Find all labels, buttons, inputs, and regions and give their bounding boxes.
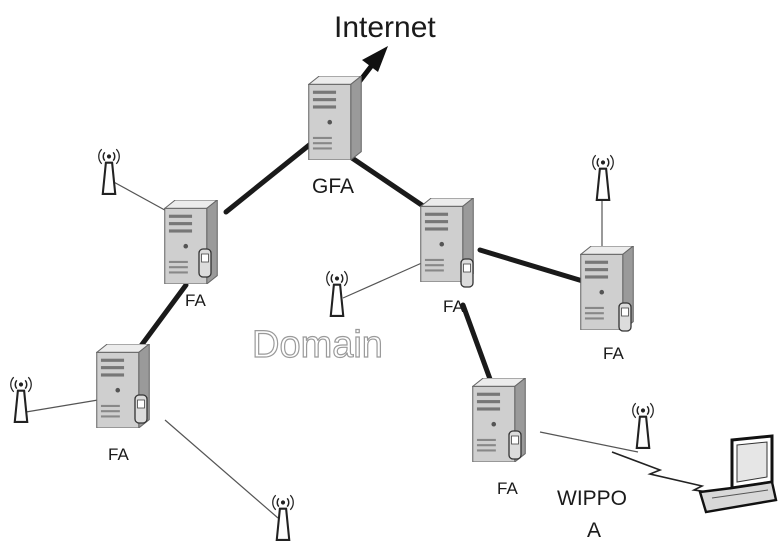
wippo-label-line2: A [587, 519, 601, 542]
wireless-signal-zigzag [611, 451, 725, 495]
link-antenna-bottom-left [164, 419, 279, 519]
gfa-label: GFA [312, 175, 354, 198]
gfa-server-icon [308, 76, 362, 160]
phone-icon [508, 430, 522, 460]
link-antenna-left [25, 399, 99, 413]
internet-label: Internet [334, 11, 436, 44]
phone-icon [618, 302, 632, 332]
antenna-icon [631, 402, 655, 450]
link-antenna-center [342, 261, 425, 299]
fa-label-left-lower: FA [108, 445, 129, 464]
antenna-icon [591, 154, 615, 202]
fa-label-center: FA [443, 297, 464, 316]
phone-icon [134, 394, 148, 424]
antenna-icon [325, 270, 349, 318]
link-fa-center-fa-right [477, 247, 589, 285]
link-fa-center-fa-bottom [460, 302, 497, 393]
fa-label-left-upper: FA [185, 291, 206, 310]
phone-icon [198, 248, 212, 278]
access-links [25, 179, 639, 519]
link-antenna-top-left [109, 179, 173, 215]
link-gfa-fa-center [349, 155, 435, 215]
antenna-icon [97, 148, 121, 196]
wippo-label-line1: WIPPO [557, 487, 627, 510]
antenna-icon [271, 494, 295, 542]
fa-label-right: FA [603, 344, 624, 363]
fa-label-bottom: FA [497, 479, 518, 498]
backbone-links [129, 135, 589, 393]
laptop-icon [698, 434, 778, 514]
link-gfa-fa-left-upper [223, 135, 321, 215]
link-antenna-bottom-right [539, 431, 639, 453]
antenna-icon [9, 376, 33, 424]
domain-label: Domain [252, 324, 383, 366]
phone-icon [460, 258, 474, 288]
